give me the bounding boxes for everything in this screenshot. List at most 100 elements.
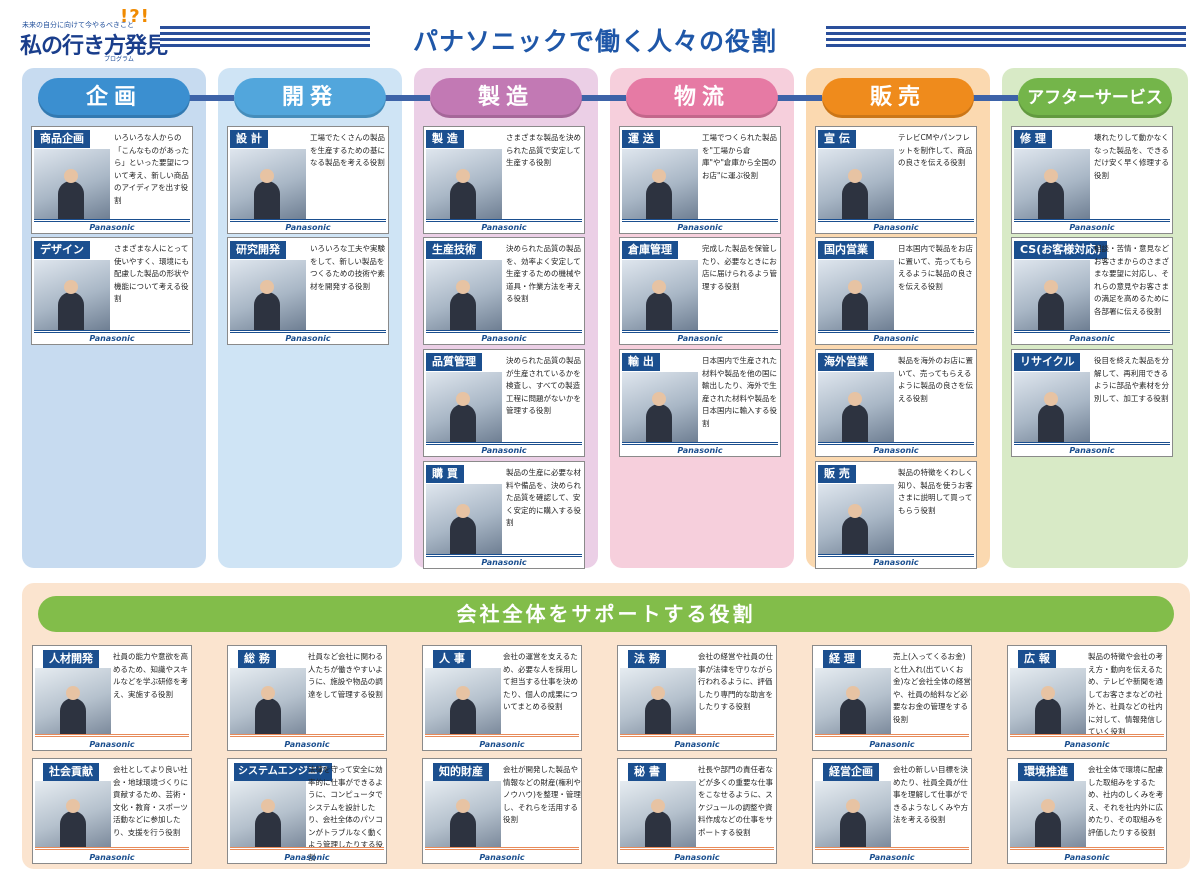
role-photo [426,372,502,442]
role-photo [426,484,502,554]
logo-marks: !?! [120,6,150,27]
role-photo [1014,149,1090,219]
panasonic-logo: Panasonic [677,334,723,343]
role-photo [35,668,111,734]
role-card-retail-sales: 販 売 製品の特徴をくわしく知り、製品を使うお客さまに説明して買ってもらう役割 … [815,461,977,569]
role-description: さまざまな人にとって使いやすく、環境にも配慮した製品の形状や機能について考える役… [114,244,189,303]
role-card-production-engineering: 生産技術 決められた品質の製品を、効率よく安定して生産するための機械や道具・作業… [423,237,585,345]
role-photo [622,149,698,219]
role-card-repair: 修 理 壊れたりして動かなくなった製品を、できるだけ安く早く修理する役割 Pan… [1011,126,1173,234]
support-card-personnel: 人 事 会社の運営を支えるため、必要な人を採用して担当する仕事を決めたり、個人の… [422,645,582,751]
role-description: 決められた品質の製品が生産されているかを検査し、すべての製造工程に問題がないかを… [506,356,581,415]
logo-tagline: 未来の自分に向けて今やるべきこと [22,21,134,29]
role-label: 研究開発 [230,241,286,259]
role-label: 販 売 [818,465,856,483]
column-header-manufacturing: 製造 [430,78,582,118]
role-photo [620,668,696,734]
support-title: 会社全体をサポートする役割 [38,596,1174,632]
panasonic-logo: Panasonic [89,334,135,343]
role-description: 法律を守って安全に効率的に仕事ができるように、コンピュータでシステムを設計したり… [308,765,383,862]
logo-sub: プログラム [104,56,134,63]
support-card-general-affairs: 総 務 社員など会社に関わる人たちが働きやすいように、施設や物品の調達をして管理… [227,645,387,751]
support-card-legal: 法 務 会社の経営や社員の仕事が法律を守りながら行われるように、評価したり専門的… [617,645,777,751]
panasonic-logo: Panasonic [674,740,720,749]
support-card-system-engineer: システムエンジニア 法律を守って安全に効率的に仕事ができるように、コンピュータで… [227,758,387,864]
program-logo: !?! 未来の自分に向けて今やるべきこと 私の行き方発見 プログラム [16,6,168,63]
role-description: 製品を海外のお店に置いて、売ってもらえるように製品の良さを伝える役割 [898,356,973,403]
panasonic-logo: Panasonic [873,446,919,455]
role-description: さまざまな製品を決められた品質で安定して生産する役割 [506,133,581,167]
role-description: 役目を終えた製品を分解して、再利用できるように部品や素材を分別して、加工する役割 [1094,356,1169,403]
panasonic-logo: Panasonic [677,446,723,455]
role-label: 広 報 [1018,650,1056,668]
header: !?! 未来の自分に向けて今やるべきこと 私の行き方発見 プログラム パナソニッ… [0,0,1200,63]
role-description: 会社の運営を支えるため、必要な人を採用して担当する仕事を決めたり、個人の成果につ… [503,652,578,711]
role-label: システムエンジニア [234,763,332,781]
role-description: 工場でつくられた製品を"工場から倉庫"や"倉庫から全国のお店"に運ぶ役割 [702,133,777,180]
logo-title: 私の行き方発見 [20,34,168,59]
role-card-overseas-sales: 海外営業 製品を海外のお店に置いて、売ってもらえるように製品の良さを伝える役割 … [815,349,977,457]
role-card-design: デザイン さまざまな人にとって使いやすく、環境にも配慮した製品の形状や機能につい… [31,237,193,345]
panasonic-logo: Panasonic [1069,446,1115,455]
role-label: デザイン [34,241,90,259]
role-label: 総 務 [238,650,276,668]
role-label: 運 送 [622,130,660,148]
role-description: 社員の能力や意欲を高めるため、知識やスキルなどを学ぶ研修を考え、実施する役割 [113,652,188,699]
role-photo [34,260,110,330]
role-description: テレビCMやパンフレットを制作して、商品の良さを伝える役割 [898,133,973,167]
role-label: 人材開発 [43,650,99,668]
role-description: 売上(入ってくるお金)と仕入れ(出ていくお金)など会社全体の経営や、社員の給料な… [893,652,971,724]
panasonic-logo: Panasonic [481,446,527,455]
role-description: 製品の特徴をくわしく知り、製品を使うお客さまに説明して買ってもらう役割 [898,468,973,515]
flow-connector [972,95,1018,101]
role-label: 経営企画 [823,763,879,781]
support-card-social-contribution: 社会貢献 会社としてより良い社会・地球環境づくりに貢献するため、芸術・文化・教育… [32,758,192,864]
role-card-research: 研究開発 いろいろな工夫や実験をして、新しい製品をつくるための技術や素材を開発す… [227,237,389,345]
role-label: リサイクル [1014,353,1081,371]
role-photo [818,260,894,330]
role-label: 環境推進 [1018,763,1074,781]
support-card-public-relations: 広 報 製品の特徴や会社の考え方・動向を伝えるため、テレビや新聞を通してお客さま… [1007,645,1167,751]
role-photo [818,372,894,442]
role-label: CS(お客様対応) [1014,241,1108,259]
panasonic-logo: Panasonic [284,740,330,749]
role-label: 倉庫管理 [622,241,678,259]
role-description: 工場でたくさんの製品を生産するための基になる製品を考える役割 [310,133,385,167]
panasonic-logo: Panasonic [674,853,720,862]
panasonic-logo: Panasonic [873,334,919,343]
support-card-corporate-planning: 経営企画 会社の新しい目標を決めたり、社員全員が仕事を理解して仕事ができるような… [812,758,972,864]
role-photo [230,260,306,330]
role-description: 会社全体で環境に配慮した取組みをするため、社内のしくみを考え、それを社内外に広め… [1088,765,1164,837]
column-header-development: 開発 [234,78,386,118]
panasonic-logo: Panasonic [1069,334,1115,343]
panasonic-logo: Panasonic [1064,853,1110,862]
panasonic-logo: Panasonic [1064,740,1110,749]
support-card-secretary: 秘 書 社長や部門の責任者などが多くの重要な仕事をこなせるように、スケジュールの… [617,758,777,864]
panasonic-logo: Panasonic [89,740,135,749]
role-description: 会社が開発した製品や情報などの財産(権利やノウハウ)を整理・管理し、それらを活用… [503,765,581,824]
flow-connector [776,95,822,101]
role-card-product-planning: 商品企画 いろいろな人からの「こんなものがあったら」といった要望について考え、新… [31,126,193,234]
role-description: 製品の生産に必要な材料や備品を、決められた品質を確認して、安く安定的に購入する役… [506,468,581,527]
role-card-transport: 運 送 工場でつくられた製品を"工場から倉庫"や"倉庫から全国のお店"に運ぶ役割… [619,126,781,234]
flow-connector [384,95,430,101]
role-photo [426,149,502,219]
role-description: 壊れたりして動かなくなった製品を、できるだけ安く早く修理する役割 [1094,133,1169,180]
role-photo [35,781,111,847]
role-photo [230,149,306,219]
role-description: 社長や部門の責任者などが多くの重要な仕事をこなせるように、スケジュールの調整や資… [698,765,773,837]
role-description: 完成した製品を保管したり、必要なときにお店に届けられるよう管理する役割 [702,244,777,291]
column-header-aftersales: アフターサービス [1018,78,1172,118]
role-label: 設 計 [230,130,268,148]
role-photo [425,668,501,734]
column-header-logistics: 物流 [626,78,778,118]
role-card-export: 輸 出 日本国内で生産された材料や製品を他の国に輸出したり、海外で生産された材料… [619,349,781,457]
role-photo [815,668,891,734]
support-card-hr-development: 人材開発 社員の能力や意欲を高めるため、知識やスキルなどを学ぶ研修を考え、実施す… [32,645,192,751]
panasonic-logo: Panasonic [479,853,525,862]
panasonic-logo: Panasonic [89,223,135,232]
flow-connector [580,95,626,101]
role-photo [230,781,306,847]
role-label: 輸 出 [622,353,660,371]
panasonic-logo: Panasonic [1069,223,1115,232]
